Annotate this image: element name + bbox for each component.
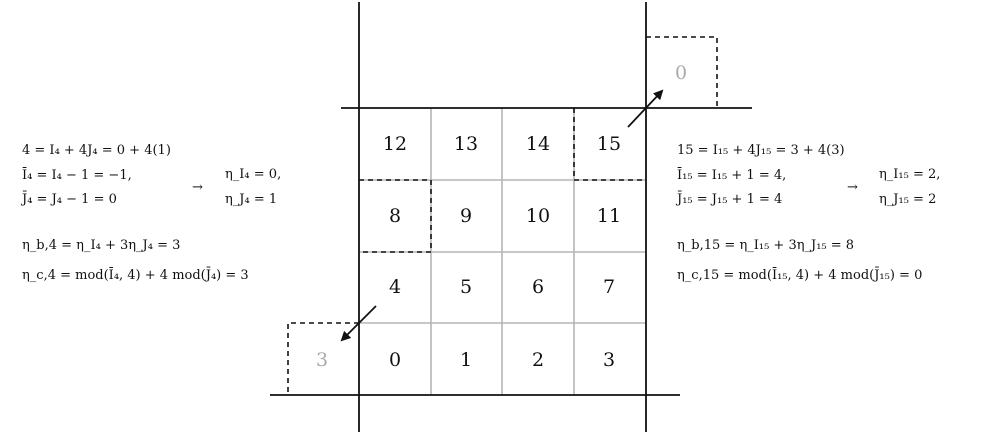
domain-boundaries: [270, 2, 752, 432]
right-eta-c: η_c,15 = mod(Ī₁₅, 4) + 4 mod(J̄₁₅) = 0: [677, 268, 923, 283]
cell-4: 4: [389, 276, 401, 298]
cell-15: 15: [597, 133, 621, 155]
cell-5: 5: [460, 276, 472, 298]
cell-9: 9: [460, 205, 472, 227]
cell-3: 3: [603, 349, 615, 371]
cell-1: 1: [460, 349, 472, 371]
cell-11: 11: [597, 205, 621, 227]
right-eq-jbar: J̄₁₅ = J₁₅ + 1 = 4: [677, 192, 783, 207]
left-eq-ibar: Ī₄ = I₄ − 1 = −1,: [22, 168, 132, 183]
left-eta-b: η_b,4 = η_I₄ + 3η_J₄ = 3: [22, 238, 181, 253]
cell-labels: 12 13 14 15 8 9 10 11 4 5 6 7 0 1 2 3 0 …: [316, 62, 687, 371]
cell-8: 8: [389, 205, 401, 227]
dashed-highlights: [287, 36, 718, 395]
left-arrow-icon: →: [192, 180, 203, 195]
cell-0: 0: [389, 349, 401, 371]
cell-7: 7: [603, 276, 615, 298]
left-eta-j: η_J₄ = 1: [225, 192, 278, 207]
cell-10: 10: [526, 205, 550, 227]
ghost-box-bottom-left: [287, 322, 359, 395]
arrow-15-to-0: [627, 89, 664, 128]
left-eta-c: η_c,4 = mod(Ī₄, 4) + 4 mod(J̄₄) = 3: [22, 268, 249, 283]
left-eq-jbar: J̄₄ = J₄ − 1 = 0: [22, 192, 117, 207]
cell-14: 14: [526, 133, 550, 155]
left-eq-index: 4 = I₄ + 4J₄ = 0 + 4(1): [22, 143, 171, 158]
cell-13: 13: [454, 133, 478, 155]
highlight-cell-8: [359, 179, 432, 253]
right-eq-ibar: Ī₁₅ = I₁₅ + 1 = 4,: [677, 168, 787, 183]
right-eta-i: η_I₁₅ = 2,: [879, 167, 941, 182]
arrow-4-to-3: [340, 305, 377, 342]
right-eq-index: 15 = I₁₅ + 4J₁₅ = 3 + 4(3): [677, 143, 845, 158]
ghost-cell-0: 0: [675, 62, 687, 84]
cell-2: 2: [532, 349, 544, 371]
ghost-cell-3: 3: [316, 349, 328, 371]
right-arrow-icon: →: [847, 180, 858, 195]
ghost-box-top-right: [646, 36, 718, 108]
cell-6: 6: [532, 276, 544, 298]
right-eta-b: η_b,15 = η_I₁₅ + 3η_J₁₅ = 8: [677, 238, 855, 253]
cell-12: 12: [383, 133, 407, 155]
right-eta-j: η_J₁₅ = 2: [879, 192, 937, 207]
left-eta-i: η_I₄ = 0,: [225, 167, 282, 182]
highlight-cell-15: [573, 108, 646, 181]
